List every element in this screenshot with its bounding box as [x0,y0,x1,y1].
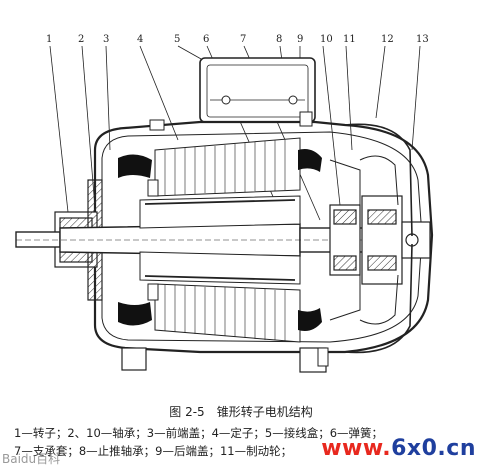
part-label-1: 1 [46,34,52,45]
part-label-2: 2 [78,34,84,45]
part-label-5: 5 [174,34,180,45]
part-label-8: 8 [276,34,282,45]
stator-core [154,137,301,343]
part-label-12: 12 [381,34,394,45]
watermark-site-prefix: www. [321,436,392,461]
rear-end-cap [329,195,431,285]
watermark-baidu: Baidu百科 [2,452,61,466]
brake-wheel [329,123,413,354]
figure-caption: 图 2-5 锥形转子电机结构 [169,405,313,419]
part-label-3: 3 [103,34,109,45]
rotor-core [139,195,301,285]
part-label-6: 6 [203,34,209,45]
part-label-4: 4 [137,34,143,45]
junction-box [199,57,316,123]
motor-housing [93,120,434,354]
part-label-10: 10 [320,34,333,45]
stator-windings [118,149,322,331]
watermark-site-domain: 6x0.cn [391,436,476,461]
part-number-labels: 1 2 3 4 5 6 7 8 9 10 11 12 13 [46,34,429,45]
part-label-7: 7 [240,34,246,45]
watermark-site: www.6x0.cn [321,436,476,461]
motor-cross-section-diagram: 1 2 3 4 5 6 7 8 9 10 11 12 13 [15,34,434,373]
part-label-11: 11 [343,34,356,45]
legend-line-2: 7—支承套；8—止推轴承；9—后端盖；11—制动轮； [14,444,293,458]
part-label-9: 9 [297,34,303,45]
part-label-13: 13 [416,34,429,45]
bolts [147,111,329,367]
legend-line-1: 1—转子；2、10—轴承；3—前端盖；4—定子；5—接线盒；6—弹簧； [14,426,384,440]
